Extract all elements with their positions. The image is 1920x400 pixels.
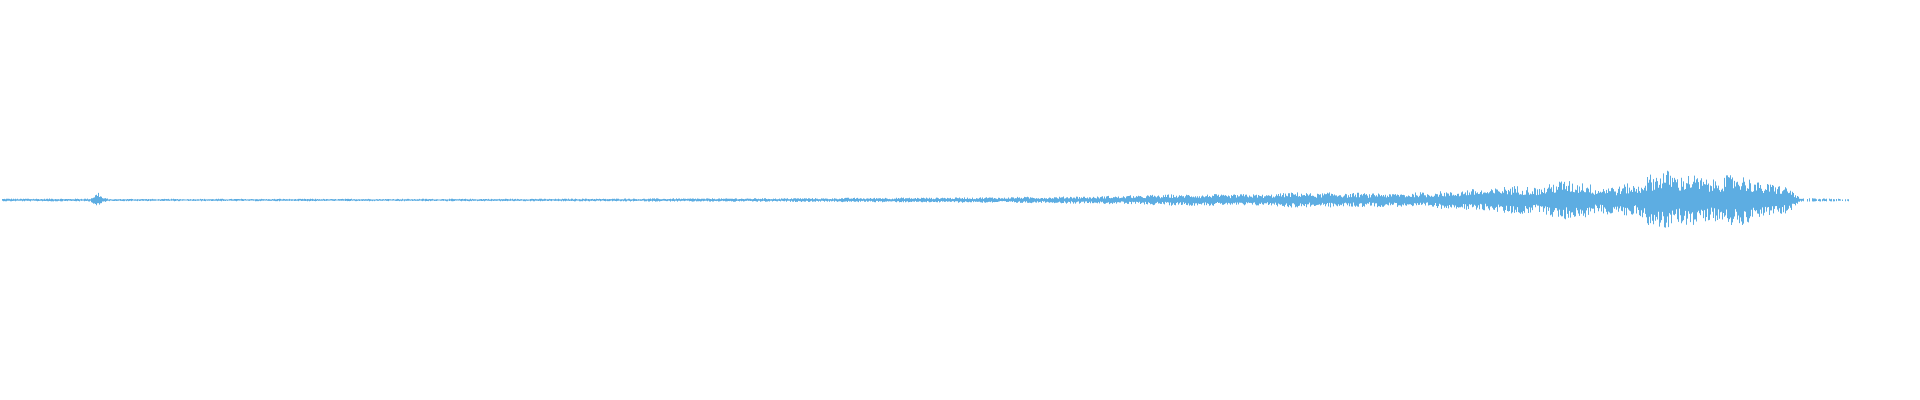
- waveform-trace: [2, 170, 1849, 228]
